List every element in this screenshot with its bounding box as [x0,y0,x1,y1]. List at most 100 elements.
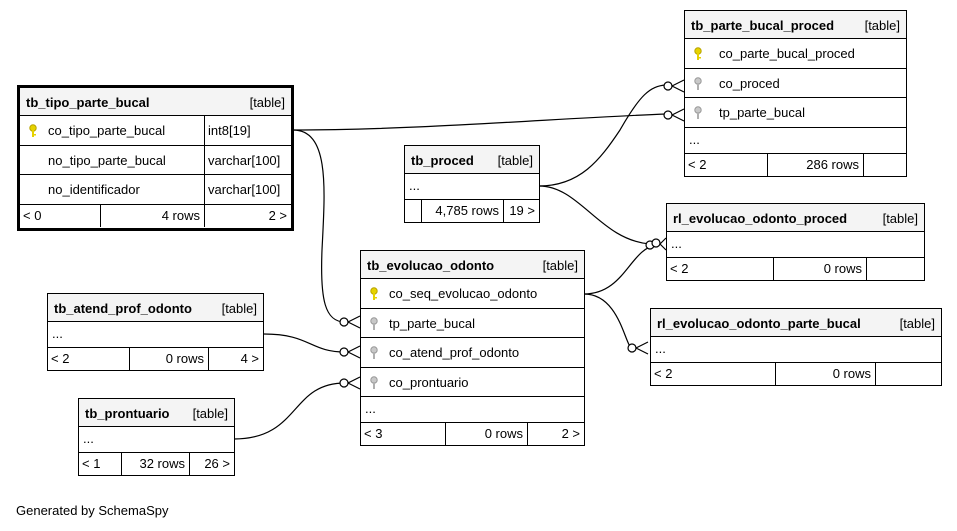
foreign-key-icon [694,106,702,119]
row-count: 0 rows [775,363,875,385]
parents-count: < 2 [688,156,707,172]
edge-evo-to-rlp [583,244,658,295]
table-footer: < 0 4 rows 2 > [20,204,291,227]
column-row[interactable]: co_prontuario [361,368,584,397]
more-columns: ... [685,128,906,154]
column-row[interactable]: co_parte_bucal_proced [685,39,906,69]
table-kind: [table] [221,301,257,316]
column-row[interactable]: co_atend_prof_odonto [361,338,584,368]
column-name: co_parte_bucal_proced [719,46,855,61]
row-count: 0 rows [445,423,527,445]
children-count: 4 > [208,348,263,370]
parents-count: < 1 [82,456,101,471]
table-tb-parte-bucal-proced[interactable]: tb_parte_bucal_proced [table] co_parte_b… [684,10,907,177]
table-name: rl_evolucao_odonto_proced [673,211,848,226]
table-tb-evolucao-odonto[interactable]: tb_evolucao_odonto [table] co_seq_evoluc… [360,250,585,446]
column-name: co_seq_evolucao_odonto [389,286,538,301]
edge-proced-to-pbp [538,84,667,187]
column-name: no_identificador [48,182,140,197]
table-header: tb_atend_prof_odonto [table] [48,294,263,322]
edge-end-marker [651,238,661,248]
table-tb-atend-prof-odonto[interactable]: tb_atend_prof_odonto [table] ... < 2 0 r… [47,293,264,371]
table-name: tb_prontuario [85,406,170,421]
column-name: co_atend_prof_odonto [389,345,520,360]
edge-end-marker [663,110,673,120]
edge-tipo-to-evo [292,129,346,323]
table-footer: < 2 0 rows [667,258,924,280]
foreign-key-icon [370,316,378,330]
edge-pront-to-evo [233,382,346,440]
table-kind: [table] [192,406,228,421]
column-type: int8[19] [204,116,291,145]
column-name: co_proced [719,75,780,91]
column-row[interactable]: no_tipo_parte_bucal varchar[100] [20,145,291,175]
table-kind: [table] [882,211,918,226]
column-type: varchar[100] [204,175,291,204]
row-count: 4,785 rows [421,200,503,222]
table-kind: [table] [249,95,285,110]
column-row[interactable]: co_seq_evolucao_odonto [361,279,584,309]
table-kind: [table] [497,153,533,168]
table-header: tb_parte_bucal_proced [table] [685,11,906,39]
children-count [866,258,924,280]
column-row[interactable]: tp_parte_bucal [685,98,906,128]
edge-end-marker [627,343,637,353]
table-tb-prontuario[interactable]: tb_prontuario [table] ... < 1 32 rows 26… [78,398,235,476]
row-count: 0 rows [773,258,866,280]
row-count: 4 rows [100,204,204,227]
children-count: 2 > [204,204,291,227]
edge-atend-to-evo [263,333,346,353]
table-name: tb_proced [411,153,474,168]
children-count [875,363,941,385]
table-header: tb_evolucao_odonto [table] [361,251,584,279]
more-columns: ... [667,232,924,258]
table-rl-evolucao-odonto-parte-bucal[interactable]: rl_evolucao_odonto_parte_bucal [table] .… [650,308,942,386]
parents-count: < 3 [364,426,383,441]
table-footer: < 2 0 rows [651,363,941,385]
column-name: tp_parte_bucal [389,315,476,331]
children-count [863,153,906,176]
table-name: tb_atend_prof_odonto [54,301,192,316]
table-name: rl_evolucao_odonto_parte_bucal [657,316,861,331]
edge-tipo-to-pbp [292,113,667,131]
column-row[interactable]: co_tipo_parte_bucal int8[19] [20,116,291,146]
column-row[interactable]: no_identificador varchar[100] [20,175,291,205]
parents-count: < 2 [670,261,689,276]
table-footer: < 2 286 rows [685,153,906,176]
row-count: 32 rows [121,453,189,475]
children-count: 26 > [189,453,234,475]
parents-count [405,200,421,222]
column-row[interactable]: tp_parte_bucal [361,309,584,338]
table-header: tb_proced [table] [405,146,539,174]
column-row[interactable]: co_proced [685,69,906,98]
foreign-key-icon [370,346,378,359]
more-columns: ... [79,427,234,453]
table-tb-tipo-parte-bucal[interactable]: tb_tipo_parte_bucal [table] co_tipo_part… [17,85,294,231]
row-count: 0 rows [129,348,208,370]
foreign-key-icon [370,375,378,389]
primary-key-icon [370,287,378,300]
column-name: tp_parte_bucal [719,105,806,120]
table-rl-evolucao-odonto-proced[interactable]: rl_evolucao_odonto_proced [table] ... < … [666,203,925,281]
parents-count: < 2 [654,366,673,381]
column-name: no_tipo_parte_bucal [48,152,166,168]
table-header: rl_evolucao_odonto_proced [table] [667,204,924,232]
primary-key-icon [694,47,702,60]
row-count: 286 rows [767,153,863,176]
table-footer: < 1 32 rows 26 > [79,453,234,475]
edge-end-marker [663,81,673,91]
edge-evo-to-rlpb [583,293,633,349]
more-columns: ... [405,174,539,200]
table-name: tb_parte_bucal_proced [691,18,835,33]
table-footer: < 2 0 rows 4 > [48,348,263,370]
more-columns: ... [361,397,584,423]
primary-key-icon [29,124,37,137]
edge-end-marker [339,347,349,357]
table-tb-proced[interactable]: tb_proced [table] ... 4,785 rows 19 > [404,145,540,223]
table-footer: 4,785 rows 19 > [405,200,539,222]
children-count: 19 > [503,200,539,222]
table-footer: < 3 0 rows 2 > [361,423,584,445]
table-header: tb_tipo_parte_bucal [table] [20,88,291,116]
table-kind: [table] [899,316,935,331]
